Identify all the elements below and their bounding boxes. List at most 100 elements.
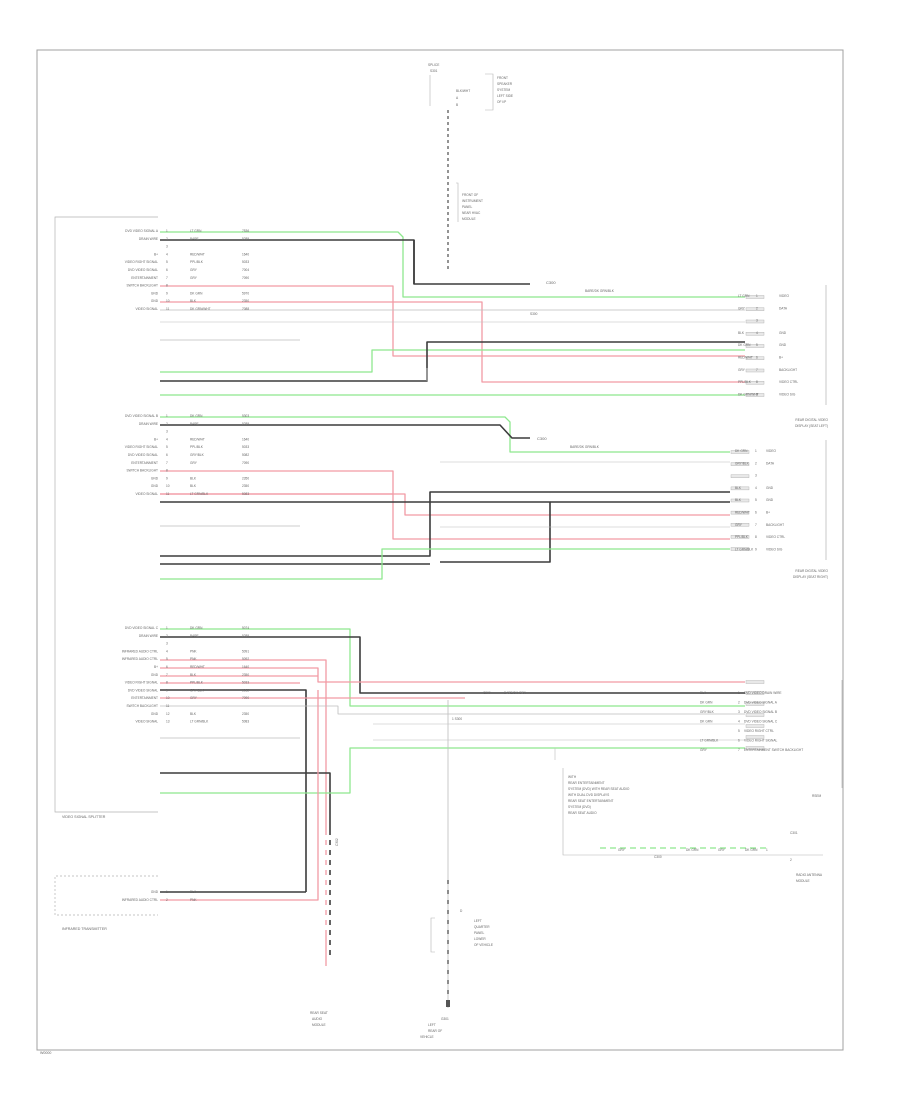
right-pin-1-1 [730,462,750,466]
splitter-c-color-6: BLK [190,673,197,677]
video-module-pin-0: 1 [738,691,740,695]
splitter-c-func-6: GND [151,673,159,677]
svg-text:MODULE: MODULE [312,1023,326,1027]
rear-left-pin-1: 2 [756,306,758,310]
rear-left-pin-6: 7 [756,368,758,372]
svg-text:G301: G301 [441,1017,449,1021]
rear-left-sublabel: DISPLAY (SEAT LEFT) [795,424,828,428]
splitter-b-color-10: LT GRN/BLK [190,492,209,496]
right-pin-0-3 [745,332,765,336]
splitter-c-circuit-5: 1640 [242,665,249,669]
splitter-b-circuit-6: 7090 [242,461,249,465]
splitter-c-pin-10: 11 [166,704,170,708]
splitter-b-pin-2: 3 [166,430,168,434]
right-pin-0-6 [745,368,765,373]
splitter-c-pin-8: 9 [166,688,168,692]
rear-left-color-5: RED/WHT [738,356,753,360]
top-note-0: FRONT [497,76,508,80]
splitter-c-circuit-3: 5091 [242,649,249,653]
splitter-c-color-12: LT GRN/BLK [190,720,209,724]
splitter-b-circuit-4: 5033 [242,445,249,449]
rear-right-func-4: GND [766,498,774,502]
infrared-func-1: INFRARED AUDIO CTRL [122,898,159,902]
rear-right-func-6: BACKLIGHT [766,523,784,527]
splitter-c-circuit-7: 5033 [242,681,249,685]
right-pin-0-0 [745,295,765,299]
rear-right-label: REAR DIGITAL VIDEO [795,569,828,573]
rear-left-func-5: B+ [779,356,783,360]
splitter-a-circuit-4: 5033 [242,260,249,264]
video-module-func-2: DVD VIDEO SIGNAL B [744,710,777,714]
splitter-b-circuit-10: 5083 [242,492,249,496]
svg-text:1: 1 [766,848,768,852]
rear-right-pin-8: 9 [755,547,757,551]
rear-right-pin-7: 8 [755,535,757,539]
splitter-c-pin-5: 6 [166,665,168,669]
splitter-b-func-6: ENTERTAINMENT [131,461,158,465]
right-pin-0-1 [745,307,765,311]
right-pin-2-4 [745,724,765,728]
top-mid-note-0: FRONT OF [462,193,478,197]
wire-ir-ctrl [160,690,319,901]
video-module-func-3: DVD VIDEO SIGNAL C [744,720,778,724]
splice-note: S300 [530,312,538,316]
splitter-a-circuit-9: 2350 [242,299,249,303]
splitter-c-circuit-12: 5083 [242,720,249,724]
splitter-c-func-3: INFRARED AUDIO CTRL [122,649,159,653]
right-pin-1-2 [730,474,750,478]
svg-text:C300: C300 [654,855,662,859]
splitter-a-color-0: LT GRN [190,229,202,233]
splitter-b-func-9: GND [151,484,159,488]
svg-text:2: 2 [790,858,792,862]
rear-right-func-1: DATA [766,461,775,465]
video-module-pin-4: 5 [738,729,740,733]
splitter-b-color-5: GRY/BLK [190,453,205,457]
note-box: WITH REAR ENTERTAINMENT SYSTEM (DVD) WIT… [562,768,823,856]
rear-left-color-4: DK GRN [738,343,751,347]
wire-a-8 [160,341,745,382]
rear-right-color-1: GRY/BLK [735,461,750,465]
splitter-b-pin-8: 9 [166,476,168,480]
splitter-a-color-10: DK GRN/WHT [190,307,211,311]
rear-right-color-6: GRY [735,523,743,527]
svg-text:RSEM: RSEM [812,794,822,798]
splitter-a-color-4: PPL/BLK [190,260,204,264]
splitter-a-func-6: ENTERTAINMENT [131,276,158,280]
wire-c-2 [160,636,460,694]
rear-right-color-7: PPL/BLK [735,535,749,539]
video-module-func-0: DVD VIDEO DRAIN WIRE [744,691,782,695]
splitter-a-circuit-5: 7004 [242,268,249,272]
rear-left-func-7: VIDEO CTRL [779,380,798,384]
splitter-a-circuit-3: 1640 [242,252,249,256]
splitter-a-color-6: GRY [190,276,198,280]
wires-layer [160,231,770,1008]
svg-text:DK GRN: DK GRN [686,848,699,852]
antenna-module: C301 GRY DK GRN GRY DK GRN C300 1 2 RADI… [618,831,823,883]
splitter-a-circuit-10: 7088 [242,307,249,311]
top-mid-note-3: NEAR HVAC [462,211,481,215]
svg-text:D: D [460,909,463,913]
right-pin-0-5 [745,356,765,360]
right-pin-1-8 [730,547,750,551]
rear-left-pin-7: 8 [756,380,758,384]
rear-right-func-3: GND [766,486,774,490]
top-wire-label: BLK/WHT [456,89,470,93]
wire-a-2 [160,239,530,285]
splitter-a-circuit-0: 7536 [242,229,249,233]
inline-wire-middle: BARE/DK GRN/BLK [570,445,600,449]
svg-text:WITH: WITH [568,775,577,779]
right-pin-2-3 [745,713,765,717]
rear-left-func-8: VIDEO SIG [779,392,796,396]
svg-text:QUARTER: QUARTER [474,925,490,929]
splitter-c-func-10: SWITCH BACKLIGHT [126,704,158,708]
splitter-a-pin-0: 1 [166,229,168,233]
right-pin-1-3 [730,486,750,491]
svg-text:AUDIO: AUDIO [312,1017,323,1021]
right-pin-0-4 [745,344,765,348]
svg-text:SYSTEM (DVD) WITH REAR SEAT AU: SYSTEM (DVD) WITH REAR SEAT AUDIO [568,787,630,791]
diagram-frame [36,49,844,1051]
splitter-c-color-5: RED/WHT [190,665,205,669]
rear-right-color-3: BLK [735,486,742,490]
video-module-func-4: VIDEO RIGHT CTRL [744,729,774,733]
rear-left-label: REAR DIGITAL VIDEO [795,418,828,422]
